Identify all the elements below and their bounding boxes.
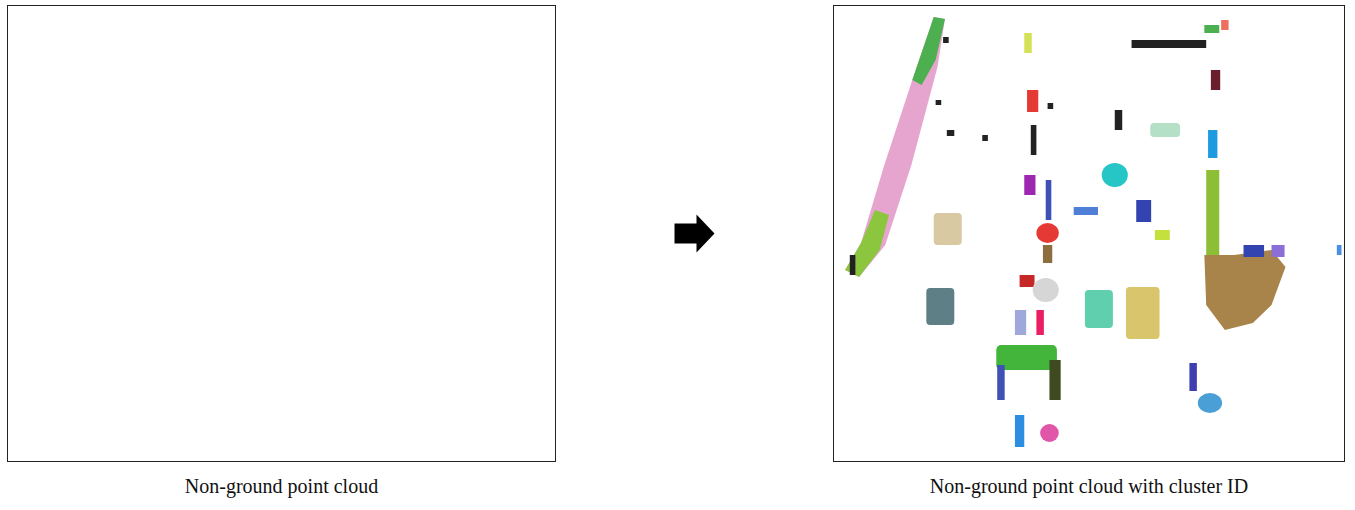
clustered-point-cloud-panel: Non-ground point cloud with cluster ID — [833, 5, 1345, 462]
panel-caption: Non-ground point cloud with cluster ID — [930, 475, 1248, 498]
point-cloud-panel: Non-ground point cloud — [7, 5, 556, 462]
gray-point-cloud — [20, 17, 552, 447]
block-arrow — [675, 215, 715, 253]
colored-point-cloud — [845, 17, 1341, 447]
panel-caption: Non-ground point cloud — [185, 475, 378, 498]
